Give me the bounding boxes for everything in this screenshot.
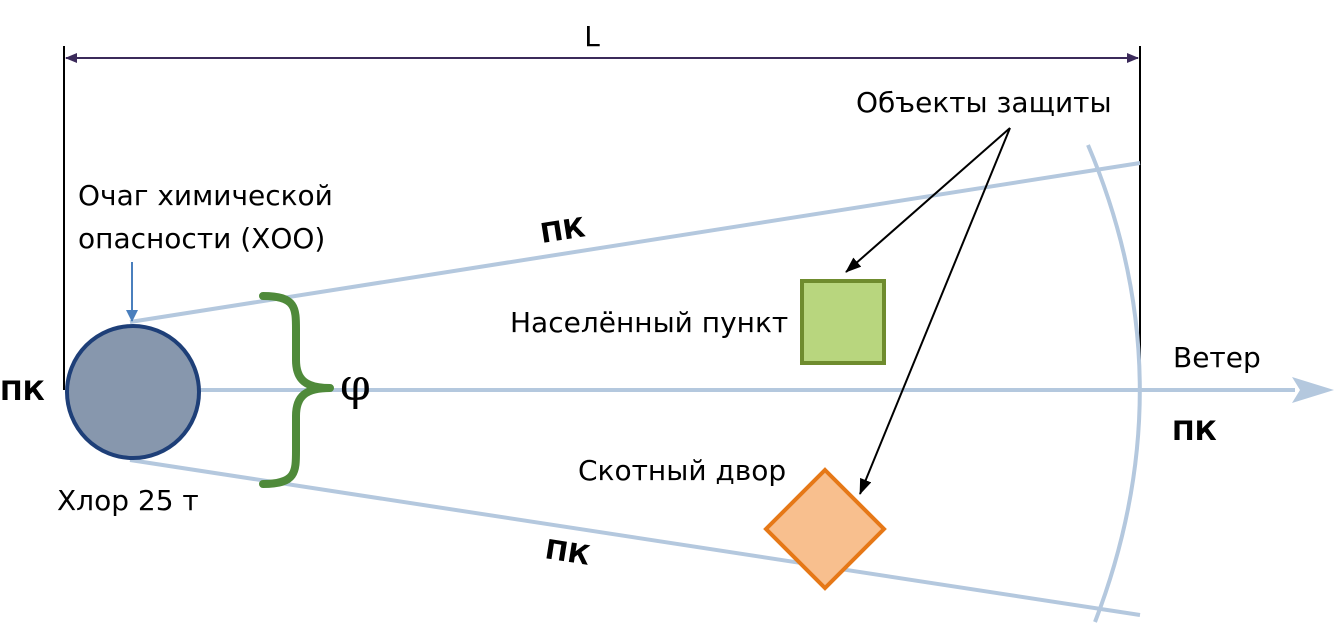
settlement-label: Населённый пункт [510, 306, 788, 339]
wind-label: Ветер [1173, 341, 1261, 374]
protection-objects-label: Объекты защиты [856, 86, 1112, 119]
dimension-label-l: L [584, 20, 600, 53]
wind-arrowhead [1292, 377, 1334, 403]
callout-arrow-cattle-yard [859, 127, 1011, 495]
source-label-line1: Очаг химической [78, 179, 333, 212]
settlement-square [800, 279, 886, 365]
pk-label-left: ПК [0, 376, 45, 407]
zone-upper-boundary [129, 161, 1141, 324]
pk-label-top: ПК [538, 212, 587, 250]
zone-outer-arc [1086, 144, 1142, 623]
source-label-line2: опасности (ХОО) [78, 222, 325, 255]
pk-label-right: ПК [1172, 416, 1217, 447]
zone-lower-boundary [129, 458, 1141, 617]
pk-label-bottom: ПК [543, 534, 592, 572]
source-substance-label: Хлор 25 т [57, 484, 199, 517]
cattle-yard-diamond [763, 467, 887, 591]
hazard-source-circle [65, 324, 201, 460]
angle-phi-label: φ [340, 360, 371, 411]
callout-arrow-settlement [845, 127, 1011, 273]
angle-brace [259, 292, 334, 488]
cattle-yard-label: Скотный двор [578, 454, 786, 487]
